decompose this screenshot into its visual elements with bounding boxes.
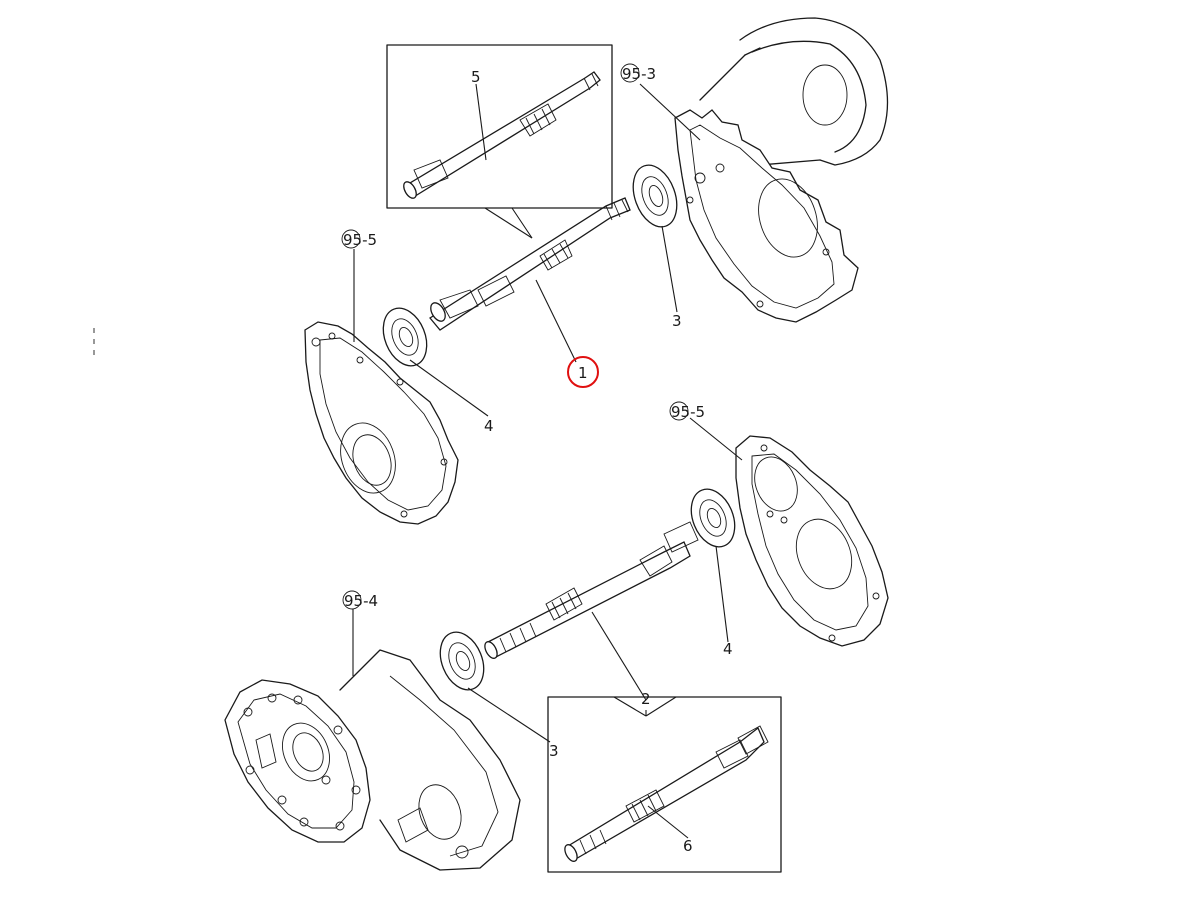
selection-ring [567, 356, 599, 388]
bearing-part-4-upper[interactable] [375, 302, 435, 373]
callout-95-5-lower[interactable]: 95-5 [669, 401, 705, 421]
shaft-part-2[interactable] [482, 521, 699, 660]
part-3-lower-label[interactable]: 3 [549, 742, 559, 760]
bearing-part-3-lower[interactable] [432, 626, 492, 697]
part-3-upper-label[interactable]: 3 [672, 312, 682, 330]
shaft-part-1[interactable] [428, 197, 631, 331]
callout-95-4-text: 95-4 [344, 592, 378, 610]
part-4-upper-label[interactable]: 4 [484, 417, 494, 435]
part-4-lower-label[interactable]: 4 [723, 640, 733, 658]
part-1-selected-callout[interactable]: 1 [567, 356, 599, 388]
inset-box-part-5 [386, 44, 613, 239]
callout-95-3-text: 95-3 [622, 65, 656, 83]
part-6-label[interactable]: 6 [683, 837, 693, 855]
upper-left-cover[interactable] [304, 321, 459, 525]
part-2-label[interactable]: 2 [641, 690, 651, 708]
bearing-part-3-upper[interactable] [625, 159, 684, 233]
shaft-part-5[interactable] [401, 71, 601, 200]
inset-box-part-6 [547, 611, 782, 873]
shaft-part-6[interactable] [562, 725, 769, 863]
callout-95-5-upper-text: 95-5 [343, 231, 377, 249]
leader-lines [352, 83, 743, 839]
part-1-label: 1 [578, 364, 588, 382]
lower-left-housing[interactable] [224, 649, 521, 871]
callout-95-4[interactable]: 95-4 [342, 590, 378, 610]
callout-95-3[interactable]: 95-3 [620, 63, 656, 83]
upper-right-housing[interactable] [674, 17, 889, 323]
lower-right-cover[interactable] [735, 435, 889, 647]
callout-95-5-upper[interactable]: 95-5 [341, 229, 377, 249]
callout-95-5-lower-text: 95-5 [671, 403, 705, 421]
bearing-part-4-lower[interactable] [683, 483, 743, 554]
part-5-label[interactable]: 5 [471, 68, 481, 86]
